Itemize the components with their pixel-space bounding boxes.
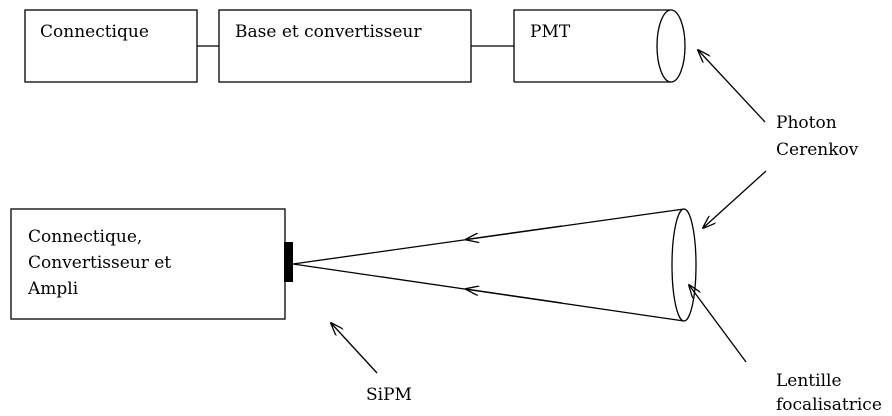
photon-label-line-2: Cerenkov (776, 140, 859, 160)
upper-ray-arrow (466, 225, 563, 240)
box-line-3: Ampli (27, 279, 79, 299)
base-convertisseur-box (218, 9, 472, 83)
pmt-label: PMT (530, 22, 571, 42)
focusing-lens (671, 208, 697, 322)
lens-arrow (689, 285, 747, 363)
sipm-arrow (331, 323, 378, 374)
lens-label-line-2: focalisatrice (776, 395, 882, 415)
connectique-box (24, 9, 198, 83)
connectique-label: Connectique (40, 22, 149, 42)
sipm-electronics-box (10, 208, 286, 320)
photon-arrow-top (698, 50, 766, 123)
lower-ray-arrow (466, 289, 563, 304)
box-line-2: Convertisseur et (28, 253, 171, 273)
lens-label-line-1: Lentille (776, 371, 842, 391)
pmt-body (513, 9, 671, 83)
photon-label-line-1: Photon (776, 113, 837, 133)
pmt-window (656, 9, 686, 83)
box-line-1: Connectique, (28, 227, 142, 247)
sipm-label: SiPM (366, 385, 412, 405)
base-convertisseur-label: Base et convertisseur (235, 22, 422, 42)
sipm-sensor (284, 242, 293, 282)
photon-arrow-bottom (703, 170, 767, 228)
